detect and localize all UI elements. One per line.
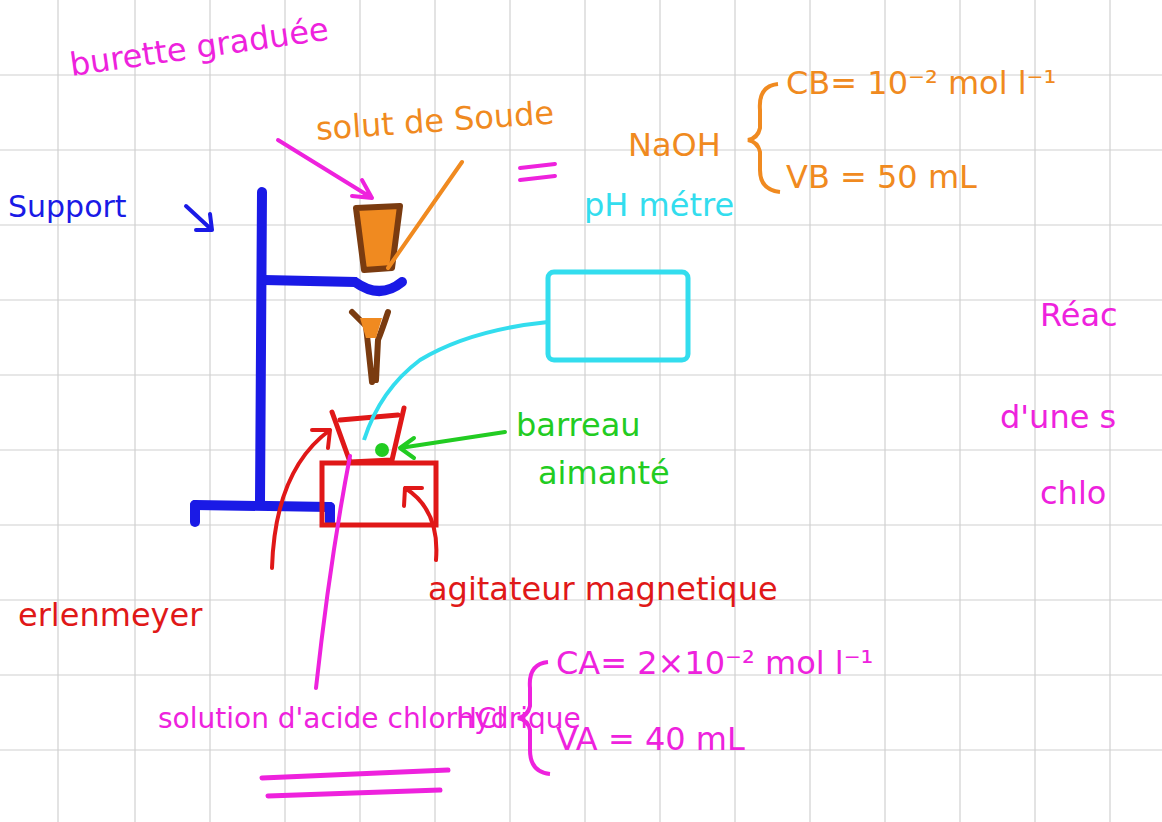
- part-label: solut de Soude: [315, 95, 555, 147]
- ph-meter-box: [548, 272, 688, 360]
- note: d'une s: [1000, 400, 1116, 435]
- volume: VA = 40 mL: [556, 722, 745, 757]
- burette: [352, 206, 400, 382]
- support-stand: [195, 192, 402, 522]
- part-label: aimanté: [538, 456, 670, 491]
- part-label: erlenmeyer: [18, 598, 202, 633]
- note: Réac: [1040, 298, 1118, 333]
- part-label: barreau: [516, 408, 641, 443]
- volume: VB = 50 mL: [786, 160, 977, 195]
- magnetic-bar: [375, 443, 389, 457]
- part-label: pH métre: [584, 188, 734, 223]
- part-label: burette graduée: [68, 12, 331, 83]
- formula: NaOH: [628, 128, 721, 163]
- part-label: solution d'acide chlorhydrique: [158, 704, 581, 735]
- concentration: CA= 2×10⁻² mol l⁻¹: [556, 646, 873, 681]
- concentration: CB= 10⁻² mol l⁻¹: [786, 66, 1056, 101]
- part-label: Support: [8, 190, 127, 223]
- formula: HCl: [456, 704, 504, 735]
- note: chlo: [1040, 476, 1106, 511]
- part-label: agitateur magnetique: [428, 572, 778, 607]
- brace: [748, 84, 780, 192]
- leader-lines: [186, 140, 555, 796]
